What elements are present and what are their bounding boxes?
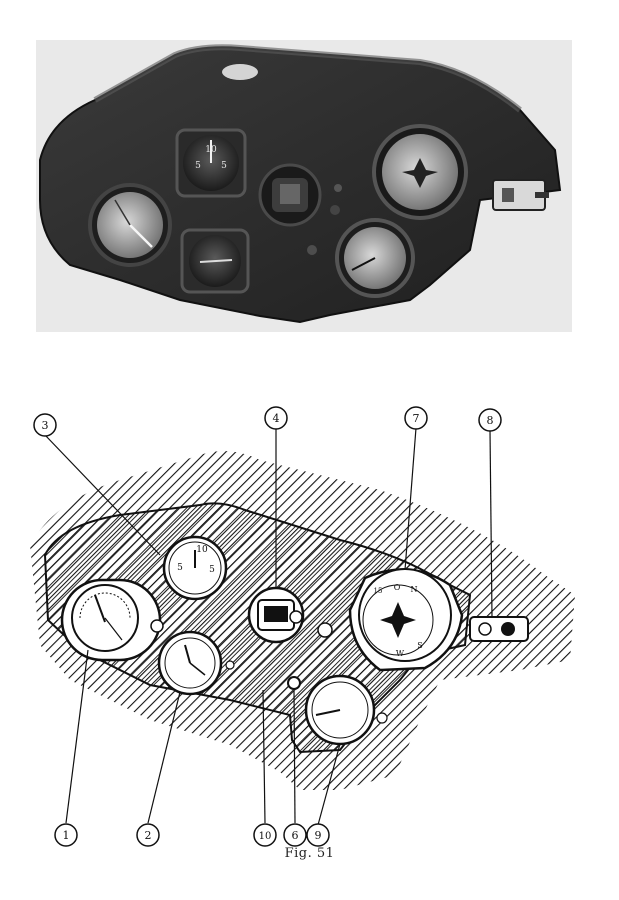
knob (287, 676, 301, 690)
altimeter-photo: 10 5 5 (175, 128, 247, 198)
compass-mark: N (411, 585, 418, 594)
svg-text:1: 1 (63, 829, 70, 842)
callout-7: 7 (404, 406, 428, 430)
variometer-photo (335, 218, 415, 298)
svg-text:8: 8 (487, 414, 494, 427)
svg-text:4: 4 (273, 412, 280, 425)
compass-mark: W (396, 649, 405, 658)
compass-mark: S (417, 641, 422, 650)
compass: O N S W 15 (348, 568, 464, 672)
callout-1: 1 (54, 823, 78, 847)
altimeter-mark: 5 (209, 565, 215, 575)
callout-9: 9 (306, 823, 330, 847)
center-device-photo (258, 163, 322, 227)
svg-text:3: 3 (42, 419, 49, 432)
callout-4: 4 (264, 406, 288, 430)
variometer (304, 674, 388, 746)
svg-text:5: 5 (195, 161, 201, 171)
altimeter: 10 5 5 (162, 535, 228, 601)
leader-lines (44, 427, 493, 826)
airspeed-indicator-photo (88, 183, 172, 267)
instrument-panel-photo: 10 5 5 (36, 40, 572, 332)
svg-text:6: 6 (292, 829, 299, 842)
center-device (247, 586, 333, 644)
airspeed-indicator (60, 578, 164, 662)
callout-2: 2 (136, 823, 160, 847)
callout-3: 3 (33, 413, 57, 437)
clock (157, 630, 235, 696)
switch-box-photo (492, 179, 549, 211)
svg-text:10: 10 (259, 831, 272, 842)
svg-text:7: 7 (413, 412, 420, 425)
callout-8: 8 (478, 408, 502, 432)
compass-mark: 15 (374, 587, 383, 595)
figure-caption: Fig. 51 (284, 846, 335, 861)
altimeter-mark: 10 (196, 545, 208, 555)
callout-6: 6 (283, 823, 307, 847)
altimeter-mark: 5 (177, 563, 183, 573)
instrument-panel-diagram: 10 5 5 O N S W 15 (30, 406, 575, 847)
compass-photo (372, 124, 468, 220)
svg-text:2: 2 (145, 829, 152, 842)
callout-10: 10 (253, 823, 277, 847)
switch (469, 616, 529, 642)
svg-text:9: 9 (315, 829, 322, 842)
svg-text:5: 5 (221, 161, 227, 171)
clock-photo (180, 228, 250, 294)
compass-mark: O (394, 583, 401, 592)
